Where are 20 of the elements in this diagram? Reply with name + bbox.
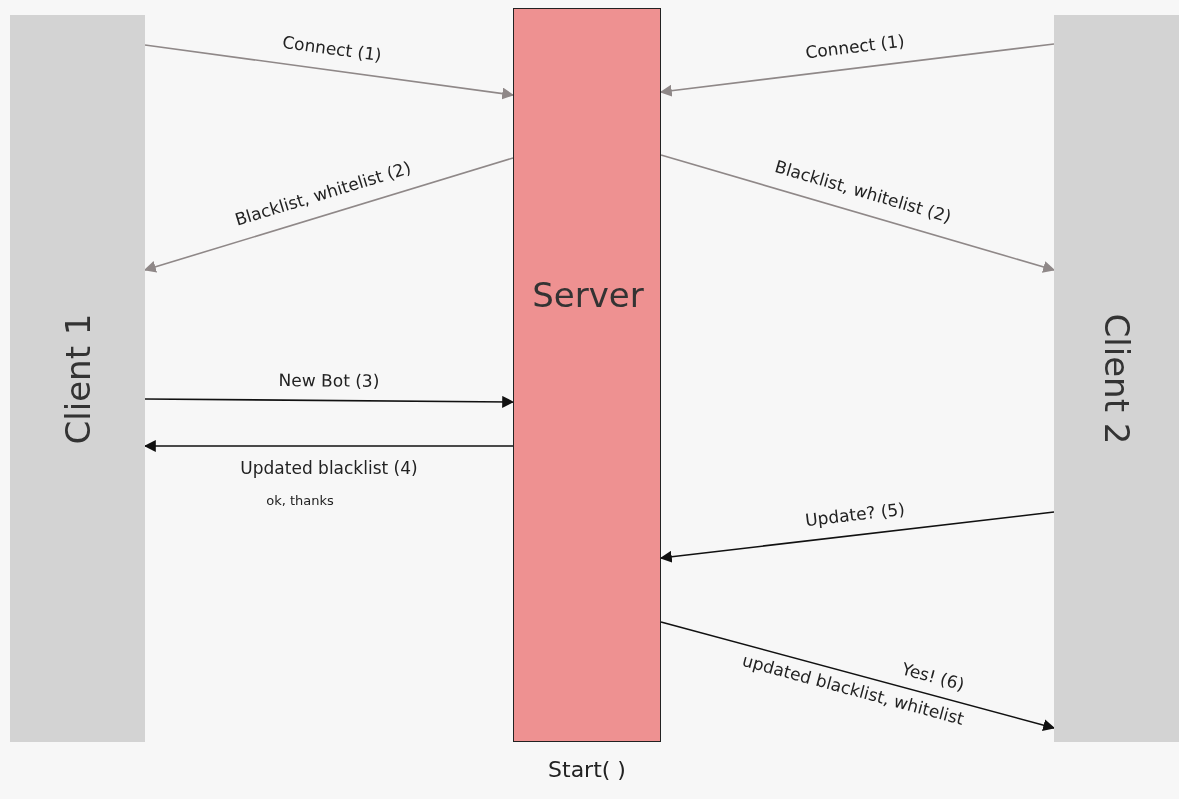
message-arrow [660, 154, 1056, 273]
message-arrow [659, 43, 1055, 97]
message-label: Updated blacklist (4) [240, 459, 418, 477]
message-label: Connect (1) [804, 32, 906, 62]
message-arrow [144, 44, 515, 100]
participant-name: Client 1 [57, 313, 98, 444]
message-label: Connect (1) [281, 34, 383, 65]
message-arrow [659, 511, 1055, 563]
message-label: New Bot (3) [278, 371, 380, 390]
message-arrow [144, 395, 515, 408]
note-text: ok, thanks [266, 493, 334, 507]
message-label: Yes! (6) [899, 660, 966, 694]
participant-name: Client 2 [1096, 313, 1137, 444]
start-caption: Start( ) [548, 759, 626, 781]
client-column [1054, 15, 1179, 742]
server-column [513, 8, 661, 742]
participant-name: Server [532, 275, 644, 316]
message-label: Update? (5) [804, 500, 906, 530]
client-column [10, 15, 145, 742]
message-arrow [660, 621, 1056, 731]
